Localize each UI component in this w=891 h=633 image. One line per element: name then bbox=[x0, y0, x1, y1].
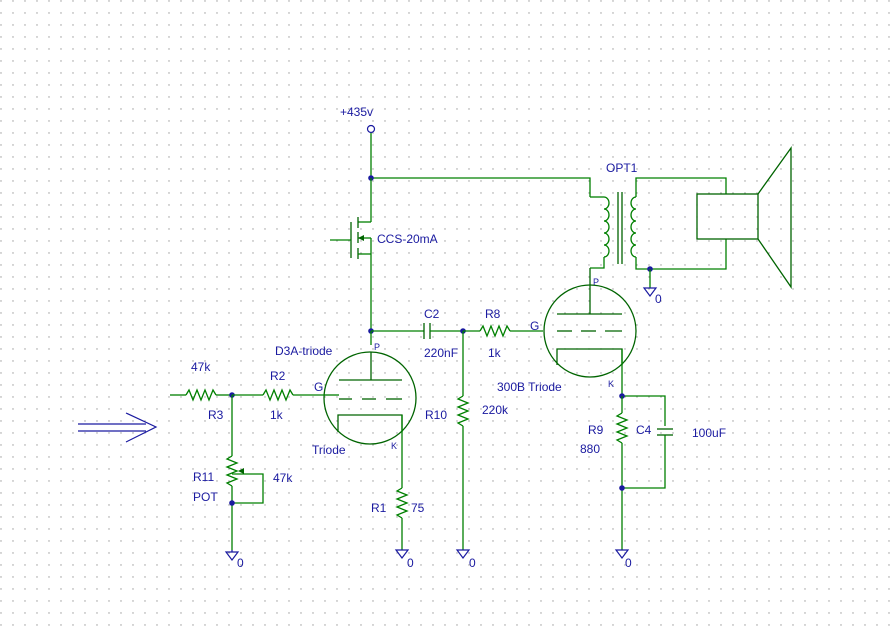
ground-symbol bbox=[614, 549, 630, 559]
r1-name: R1 bbox=[371, 501, 387, 515]
b300-name: 300B Triode bbox=[497, 380, 562, 394]
supply-rail-wire bbox=[371, 177, 591, 197]
junction-dot bbox=[229, 500, 235, 506]
ground-symbol bbox=[642, 287, 658, 297]
d3a-type: Triode bbox=[312, 443, 346, 457]
triode-d3a bbox=[323, 351, 417, 488]
r3-value: 47k bbox=[191, 360, 211, 374]
junction-dot bbox=[619, 485, 625, 491]
r2-value: 1k bbox=[270, 408, 284, 422]
ccs-label: CCS-20mA bbox=[377, 232, 438, 246]
d3a-plate-label: P bbox=[374, 342, 380, 352]
r11-value: 47k bbox=[273, 471, 293, 485]
resistor-r2 bbox=[232, 388, 324, 402]
potentiometer-r11 bbox=[225, 395, 264, 550]
b300-grid-label: G bbox=[530, 319, 539, 333]
ccs-mosfet bbox=[330, 178, 372, 331]
resistor-r8 bbox=[463, 324, 543, 338]
wire bbox=[622, 395, 666, 426]
r11-name: R11 bbox=[193, 470, 214, 484]
d3a-grid-label: G bbox=[314, 380, 323, 394]
r8-value: 1k bbox=[488, 346, 502, 360]
opt-label: OPT1 bbox=[606, 161, 638, 175]
resistor-r9 bbox=[615, 396, 629, 550]
ground-symbol bbox=[455, 549, 471, 559]
r11-type: POT bbox=[193, 490, 218, 504]
speaker-icon bbox=[696, 145, 792, 290]
r1-value: 75 bbox=[411, 501, 425, 515]
ground-label: 0 bbox=[625, 556, 632, 570]
ground-label: 0 bbox=[407, 556, 414, 570]
ground-symbol bbox=[394, 549, 410, 559]
b300-plate-label: P bbox=[593, 277, 599, 287]
supply-label: +435v bbox=[340, 105, 373, 119]
r3-name: R3 bbox=[208, 408, 224, 422]
d3a-cathode-label: K bbox=[391, 441, 397, 451]
r9-name: R9 bbox=[588, 423, 604, 437]
b300-cathode-label: K bbox=[608, 379, 614, 389]
supply-terminal bbox=[366, 124, 376, 178]
ground-label: 0 bbox=[237, 556, 244, 570]
ground-label: 0 bbox=[469, 556, 476, 570]
r10-value: 220k bbox=[482, 403, 509, 417]
input-arrow-icon bbox=[78, 412, 158, 443]
ground-label: 0 bbox=[655, 292, 662, 306]
resistor-r1 bbox=[395, 487, 409, 550]
c2-name: C2 bbox=[424, 307, 440, 321]
c4-name: C4 bbox=[636, 423, 652, 437]
r9-value: 880 bbox=[580, 442, 600, 456]
output-transformer bbox=[590, 177, 727, 270]
capacitor-c2 bbox=[371, 323, 463, 339]
d3a-name: D3A-triode bbox=[275, 344, 333, 358]
c4-value: 100uF bbox=[692, 426, 726, 440]
r10-name: R10 bbox=[425, 408, 447, 422]
r2-name: R2 bbox=[270, 369, 286, 383]
triode-300b bbox=[543, 268, 637, 396]
c2-value: 220nF bbox=[424, 346, 458, 360]
ground-symbol bbox=[224, 550, 240, 561]
r8-name: R8 bbox=[485, 307, 501, 321]
capacitor-c4 bbox=[622, 428, 673, 489]
resistor-r10 bbox=[456, 331, 470, 550]
